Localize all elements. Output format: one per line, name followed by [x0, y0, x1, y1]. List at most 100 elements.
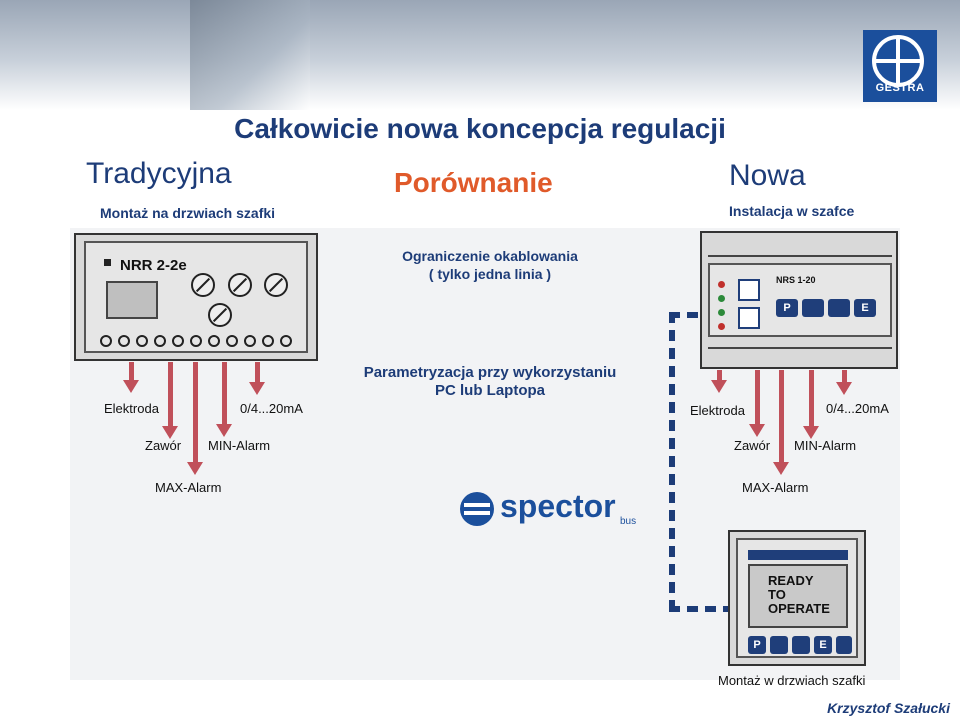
terminal-icon [208, 335, 220, 347]
page-title: Całkowicie nowa koncepcja regulacji [0, 113, 960, 145]
max-alarm-label: MAX-Alarm [742, 480, 808, 495]
nrs-model-label: NRS 1-20 [776, 275, 816, 285]
display-unit: READY TO OPERATE P E [728, 530, 866, 666]
arrow-down-icon [187, 462, 203, 475]
arrow-key[interactable] [802, 299, 824, 317]
arrow-shaft [193, 362, 198, 462]
terminal-icon [244, 335, 256, 347]
param-text: Parametryzacja przy wykorzystaniu [330, 364, 650, 381]
dial-knob-icon [191, 273, 215, 297]
spector-logo-stripe-icon [464, 503, 490, 507]
analog-label: 0/4...20mA [826, 401, 889, 416]
arrow-down-icon [749, 424, 765, 437]
top-terminal-strip [708, 241, 892, 257]
arrow-down-icon [836, 382, 852, 395]
terminal-icon [118, 335, 130, 347]
bus-line [669, 312, 675, 612]
nrr-faceplate: NRR 2-2e [84, 241, 308, 353]
spector-logo-stripe-icon [464, 511, 490, 515]
status-window [738, 307, 760, 329]
header-photo [190, 0, 310, 110]
spector-bus-logo: spector bus [460, 490, 650, 530]
spector-logo-sub: bus [620, 516, 636, 527]
dial-knob-icon [228, 273, 252, 297]
p-key[interactable]: P [748, 636, 766, 654]
dial-knob-icon [208, 303, 232, 327]
terminal-icon [154, 335, 166, 347]
status-window [738, 279, 760, 301]
screen-line: OPERATE [768, 602, 830, 616]
logo-text: GESTRA [863, 82, 937, 94]
arrow-shaft [842, 370, 847, 382]
e-key[interactable]: E [854, 299, 876, 317]
arrow-key[interactable] [828, 299, 850, 317]
arrow-shaft [222, 362, 227, 424]
logo-cross-bar-icon [874, 59, 922, 63]
min-alarm-label: MIN-Alarm [794, 438, 856, 453]
arrow-shaft [779, 370, 784, 462]
arrow-shaft [168, 362, 173, 426]
asterisk-key[interactable] [836, 636, 852, 654]
screen-line: READY [768, 574, 814, 588]
traditional-heading: Tradycyjna [86, 157, 232, 191]
param-text-2: PC lub Laptopa [330, 382, 650, 399]
display-faceplate: READY TO OPERATE P E [736, 538, 858, 658]
valve-label: Zawór [145, 438, 181, 453]
new-subtitle: Instalacja w szafce [729, 203, 854, 219]
terminal-icon [100, 335, 112, 347]
terminal-icon [136, 335, 148, 347]
valve-label: Zawór [734, 438, 770, 453]
gestra-logo: GESTRA [863, 30, 937, 102]
display-screen: READY TO OPERATE [748, 564, 848, 628]
traditional-subtitle: Montaż na drzwiach szafki [100, 205, 275, 221]
nrr-device: NRR 2-2e [74, 233, 318, 361]
spector-logo-text: spector [500, 488, 616, 525]
led-icon [718, 295, 725, 302]
terminal-icon [190, 335, 202, 347]
cabling-text: Ograniczenie okablowania [340, 248, 640, 264]
new-heading: Nowa [729, 159, 806, 193]
nrr-model-label: NRR 2-2e [120, 257, 187, 274]
arrow-down-icon [249, 382, 265, 395]
arrow-key[interactable] [792, 636, 810, 654]
arrow-shaft [755, 370, 760, 424]
display-caption: Montaż w drzwiach szafki [718, 673, 865, 688]
arrow-down-icon [711, 380, 727, 393]
cabling-note: ( tylko jedna linia ) [340, 266, 640, 282]
display-header-bar [748, 550, 848, 560]
terminal-icon [172, 335, 184, 347]
electrode-label: Elektroda [690, 403, 745, 418]
e-key[interactable]: E [814, 636, 832, 654]
analog-label: 0/4...20mA [240, 401, 303, 416]
screen-line: TO [768, 588, 786, 602]
spector-logo-icon [460, 492, 494, 526]
arrow-key[interactable] [770, 636, 788, 654]
terminal-icon [226, 335, 238, 347]
min-alarm-label: MIN-Alarm [208, 438, 270, 453]
terminal-icon [262, 335, 274, 347]
arrow-shaft [129, 362, 134, 380]
electrode-label: Elektroda [104, 401, 159, 416]
arrow-shaft [255, 362, 260, 382]
indicator-icon [104, 259, 111, 266]
nrs-device: NRS 1-20 P E [700, 231, 898, 369]
dial-knob-icon [264, 273, 288, 297]
arrow-down-icon [123, 380, 139, 393]
led-icon [718, 323, 725, 330]
arrow-shaft [717, 370, 722, 380]
nrs-faceplate: NRS 1-20 P E [708, 263, 892, 337]
arrow-down-icon [773, 462, 789, 475]
comparison-heading: Porównanie [394, 167, 553, 199]
arrow-down-icon [216, 424, 232, 437]
led-icon [718, 309, 725, 316]
arrow-shaft [809, 370, 814, 426]
header-background [0, 0, 960, 110]
max-alarm-label: MAX-Alarm [155, 480, 221, 495]
p-key[interactable]: P [776, 299, 798, 317]
author-name: Krzysztof Szałucki [827, 700, 950, 716]
led-icon [718, 281, 725, 288]
bottom-terminal-strip [708, 347, 892, 363]
terminal-icon [280, 335, 292, 347]
bus-line [669, 606, 729, 612]
nrr-display [106, 281, 158, 319]
